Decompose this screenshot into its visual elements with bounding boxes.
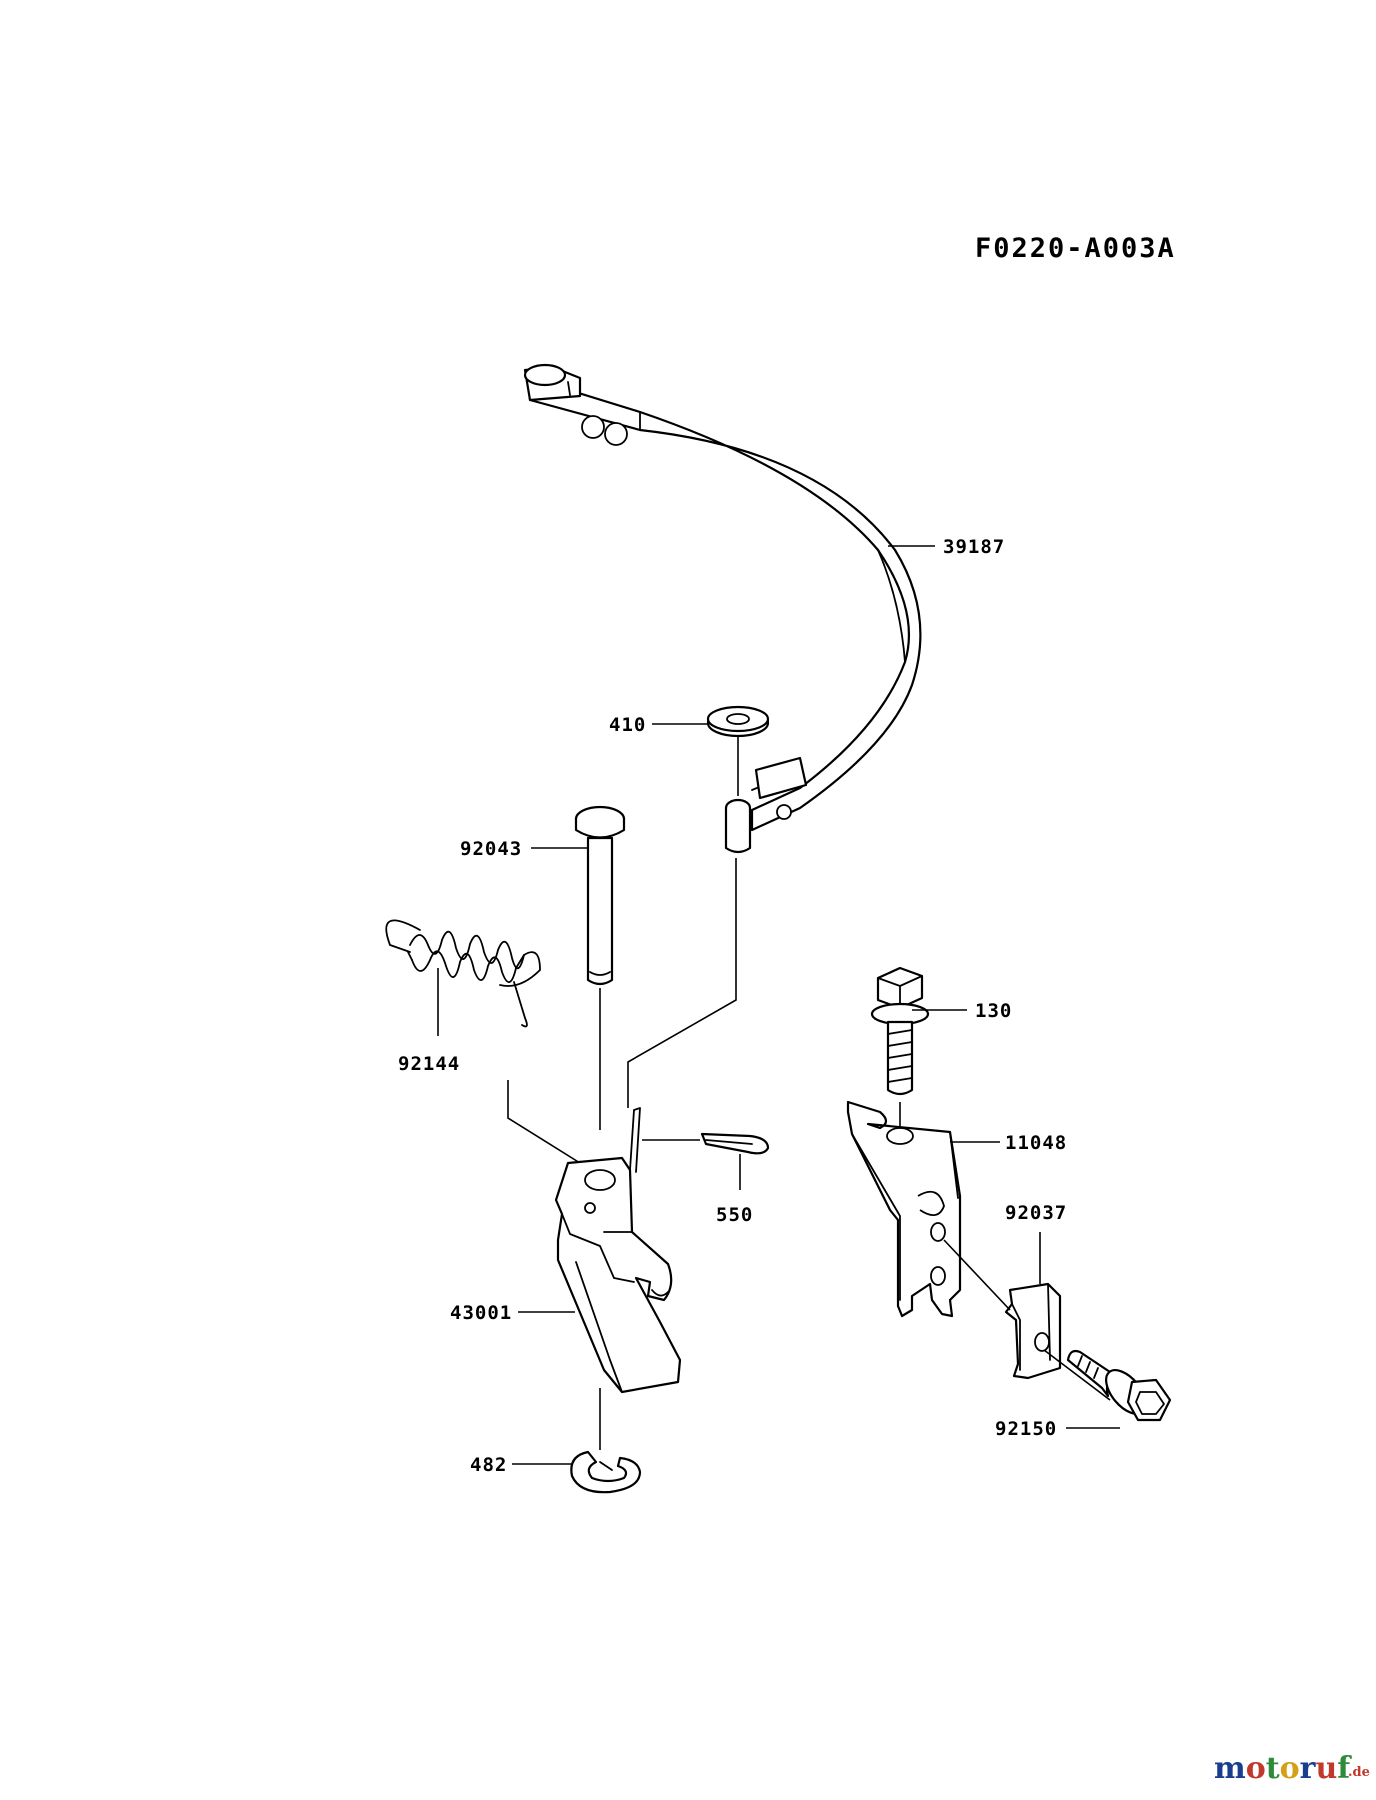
callout-482: 482 xyxy=(470,1454,507,1476)
flange-bolt xyxy=(1066,1349,1172,1422)
diagram-code: F0220-A003A xyxy=(975,233,1176,264)
bolt xyxy=(870,966,930,1096)
callout-550: 550 xyxy=(716,1204,753,1226)
leader-spring-hook xyxy=(507,1080,581,1164)
callout-92144: 92144 xyxy=(398,1053,460,1075)
svg-text:.de: .de xyxy=(1348,1765,1370,1780)
callout-11048: 11048 xyxy=(1005,1132,1067,1154)
lever xyxy=(554,1107,682,1394)
bracket xyxy=(846,1100,962,1318)
motoruf-logo: motoruf .de xyxy=(1214,1751,1370,1786)
pin xyxy=(574,805,626,986)
leader-clamp-align xyxy=(943,1239,1011,1311)
leader-flangebolt-axis xyxy=(1043,1349,1111,1401)
callout-92150: 92150 xyxy=(995,1418,1057,1440)
callout-92043: 92043 xyxy=(460,838,522,860)
callout-92037: 92037 xyxy=(1005,1202,1067,1224)
washer xyxy=(706,705,770,738)
callout-410: 410 xyxy=(609,714,646,736)
callout-130: 130 xyxy=(975,1000,1012,1022)
spring xyxy=(385,919,541,1028)
callout-43001: 43001 xyxy=(450,1302,512,1324)
e-clip xyxy=(570,1450,642,1494)
callout-39187: 39187 xyxy=(943,536,1005,558)
leader-lever-linkage xyxy=(627,858,737,1108)
clamp xyxy=(1004,1282,1062,1380)
svg-text:motoruf: motoruf xyxy=(1214,1751,1352,1786)
brake-band xyxy=(523,363,922,854)
cotter-pin xyxy=(700,1132,770,1155)
